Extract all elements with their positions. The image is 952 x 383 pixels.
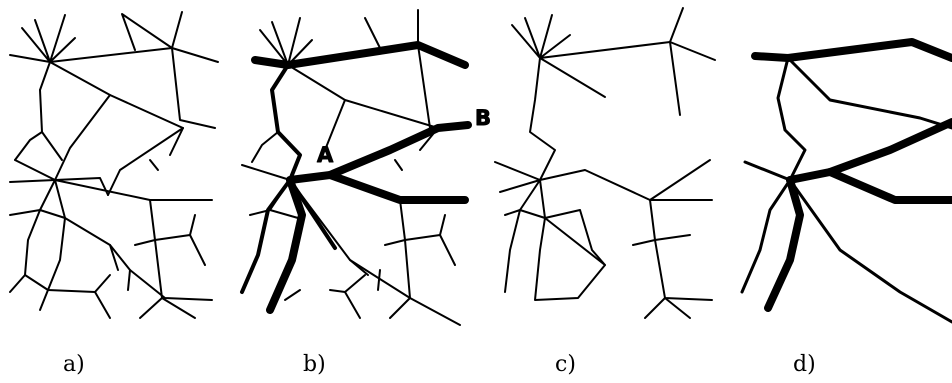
- panel-b-caption: b): [303, 352, 326, 377]
- panel-a-caption: a): [63, 352, 85, 377]
- panel-b-network: A B: [240, 9, 492, 326]
- panel-d-caption: d): [793, 352, 816, 377]
- point-a-label: A: [317, 143, 334, 167]
- panel-a-network: [9, 11, 219, 319]
- panel-c-network: [494, 7, 716, 319]
- panel-d-network: [740, 38, 952, 324]
- point-b-label: B: [475, 106, 491, 130]
- panel-c-caption: c): [555, 352, 576, 377]
